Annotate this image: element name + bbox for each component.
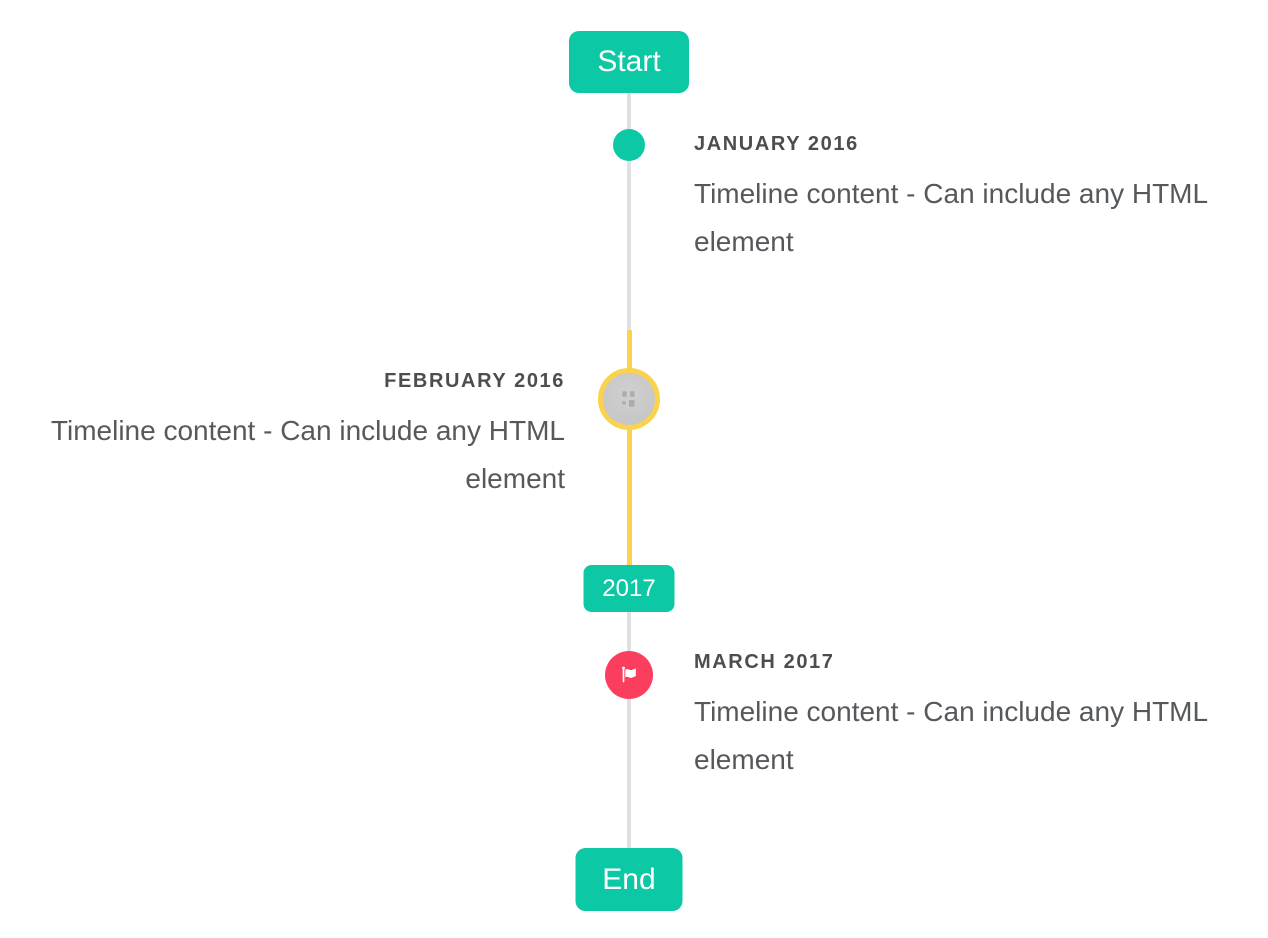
february-image-marker[interactable] bbox=[598, 368, 660, 430]
event-february-2016: FEBRUARY 2016 Timeline content - Can inc… bbox=[35, 368, 565, 503]
timeline-line-segment-yellow bbox=[626, 330, 632, 565]
january-dot-marker[interactable] bbox=[613, 129, 645, 161]
event-date-label: MARCH 2017 bbox=[694, 651, 835, 673]
timeline-line-segment-top bbox=[627, 93, 631, 330]
start-badge[interactable]: Start bbox=[569, 31, 689, 93]
event-january-2016: JANUARY 2016 Timeline content - Can incl… bbox=[694, 131, 1224, 266]
event-date-label: FEBRUARY 2016 bbox=[384, 370, 565, 392]
event-content-text: Timeline content - Can include any HTML … bbox=[694, 178, 1208, 257]
timeline-line-segment-bottom bbox=[627, 612, 631, 848]
event-date-label: JANUARY 2016 bbox=[694, 133, 859, 155]
end-badge[interactable]: End bbox=[575, 848, 683, 911]
march-flag-marker[interactable] bbox=[605, 651, 653, 699]
event-march-2017: MARCH 2017 Timeline content - Can includ… bbox=[694, 649, 1224, 784]
event-content-text: Timeline content - Can include any HTML … bbox=[694, 696, 1208, 775]
broken-image-icon bbox=[622, 391, 635, 407]
flag-icon bbox=[622, 666, 636, 683]
event-content-text: Timeline content - Can include any HTML … bbox=[50, 415, 565, 494]
year-2017-badge[interactable]: 2017 bbox=[583, 565, 675, 612]
